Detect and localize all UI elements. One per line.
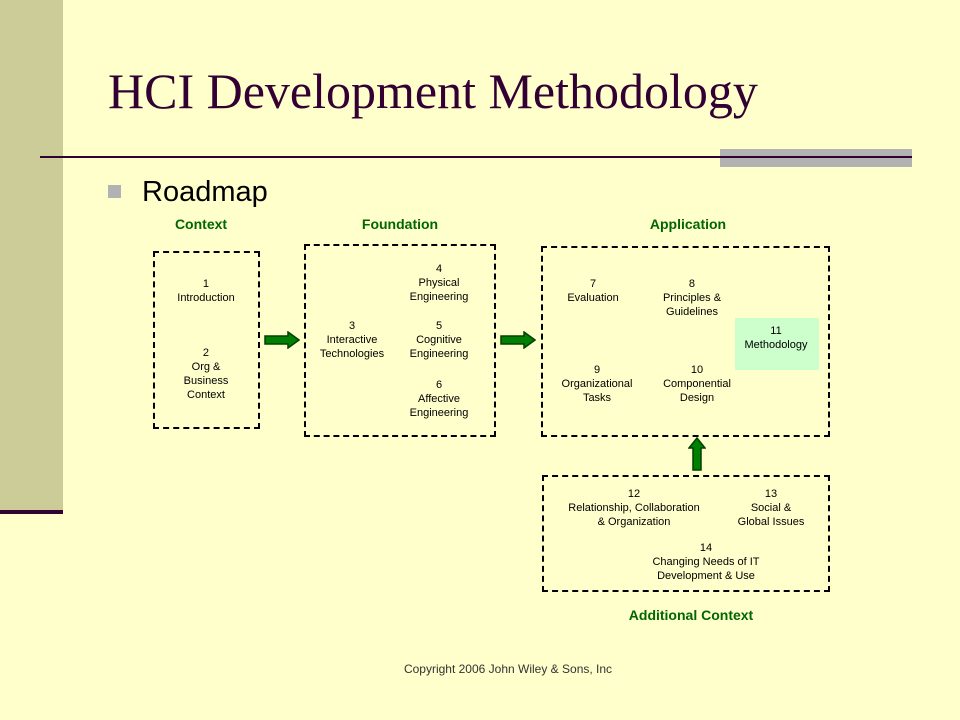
item-12: 12 Relationship, Collaboration & Organiz… [568,487,699,529]
item-9-label-2: Tasks [582,392,612,404]
item-13-label-2: Global Issues [737,516,805,528]
methodology-highlight [735,318,819,370]
item-5: 5 Cognitive Engineering [410,319,469,361]
item-14-label-1: Changing Needs of IT [652,556,760,568]
item-5-label-1: Cognitive [416,334,462,346]
item-2-label-3: Context [187,389,225,401]
item-9: 9 Organizational Tasks [562,363,633,405]
item-14-label-2: Development & Use [657,570,755,582]
item-8-label-1: Principles & [662,292,722,304]
item-4-label-1: Physical [418,277,460,289]
additional-context-box [542,475,830,592]
copyright-footer: Copyright 2006 John Wiley & Sons, Inc [403,662,613,676]
item-13-label-1: Social & [750,502,792,514]
item-2: 2 Org & Business Context [184,346,229,402]
item-3: 3 Interactive Technologies [320,319,384,361]
item-10-label-1: Componential [663,378,731,390]
item-10-number: 10 [690,364,704,376]
item-9-number: 9 [593,364,601,376]
item-1-label: Introduction [177,292,235,304]
item-6-label-1: Affective [418,393,460,405]
item-8-number: 8 [688,278,696,290]
item-4: 4 Physical Engineering [410,262,469,304]
section-foundation: Foundation [361,216,439,232]
arrow-right-icon [500,331,536,349]
section-application: Application [649,216,727,232]
title-rule-line [720,156,912,158]
arrow-right-icon [264,331,300,349]
item-3-label-1: Interactive [326,334,378,346]
item-11: 11 Methodology [745,324,808,352]
item-5-label-2: Engineering [409,348,469,360]
item-7: 7 Evaluation [567,277,618,305]
item-7-number: 7 [589,278,597,290]
item-12-number: 12 [627,488,641,500]
item-12-label-1: Relationship, Collaboration [568,502,700,514]
item-12-label-2: & Organization [597,516,671,528]
item-11-number: 11 [770,325,782,337]
title-rule [40,156,912,158]
item-13-number: 13 [764,488,778,500]
item-14: 14 Changing Needs of IT Development & Us… [652,541,759,583]
slide-subtitle: Roadmap [142,176,268,208]
item-7-label: Evaluation [567,292,619,304]
left-accent-bar [0,0,63,510]
item-14-number: 14 [699,542,713,554]
slide-title: HCI Development Methodology [108,63,758,119]
item-2-label-1: Org & [191,361,221,373]
item-1-number: 1 [202,278,210,290]
context-box [153,251,260,429]
item-8-label-2: Guidelines [666,306,718,318]
item-5-number: 5 [435,320,443,332]
item-9-label-1: Organizational [561,378,633,390]
item-1: 1 Introduction [177,277,234,305]
arrow-up-icon [688,437,706,471]
item-2-label-2: Business [183,375,229,387]
item-13: 13 Social & Global Issues [738,487,805,529]
item-2-number: 2 [202,347,210,359]
item-6-number: 6 [435,379,443,391]
bullet-square-icon [108,185,121,198]
item-3-label-2: Technologies [319,348,385,360]
foundation-box [304,244,496,437]
section-context: Context [174,216,228,232]
item-11-label: Methodology [744,339,808,351]
item-3-number: 3 [348,320,356,332]
item-4-label-2: Engineering [409,291,469,303]
item-6-label-2: Engineering [409,407,469,419]
item-10-label-2: Design [679,392,715,404]
item-4-number: 4 [435,263,443,275]
item-6: 6 Affective Engineering [410,378,469,420]
item-10: 10 Componential Design [663,363,731,405]
left-accent-bar-foot [0,510,63,514]
title-rule-accent [720,149,912,167]
item-8: 8 Principles & Guidelines [663,277,721,319]
application-box [541,246,830,437]
section-additional-context: Additional Context [628,607,754,623]
